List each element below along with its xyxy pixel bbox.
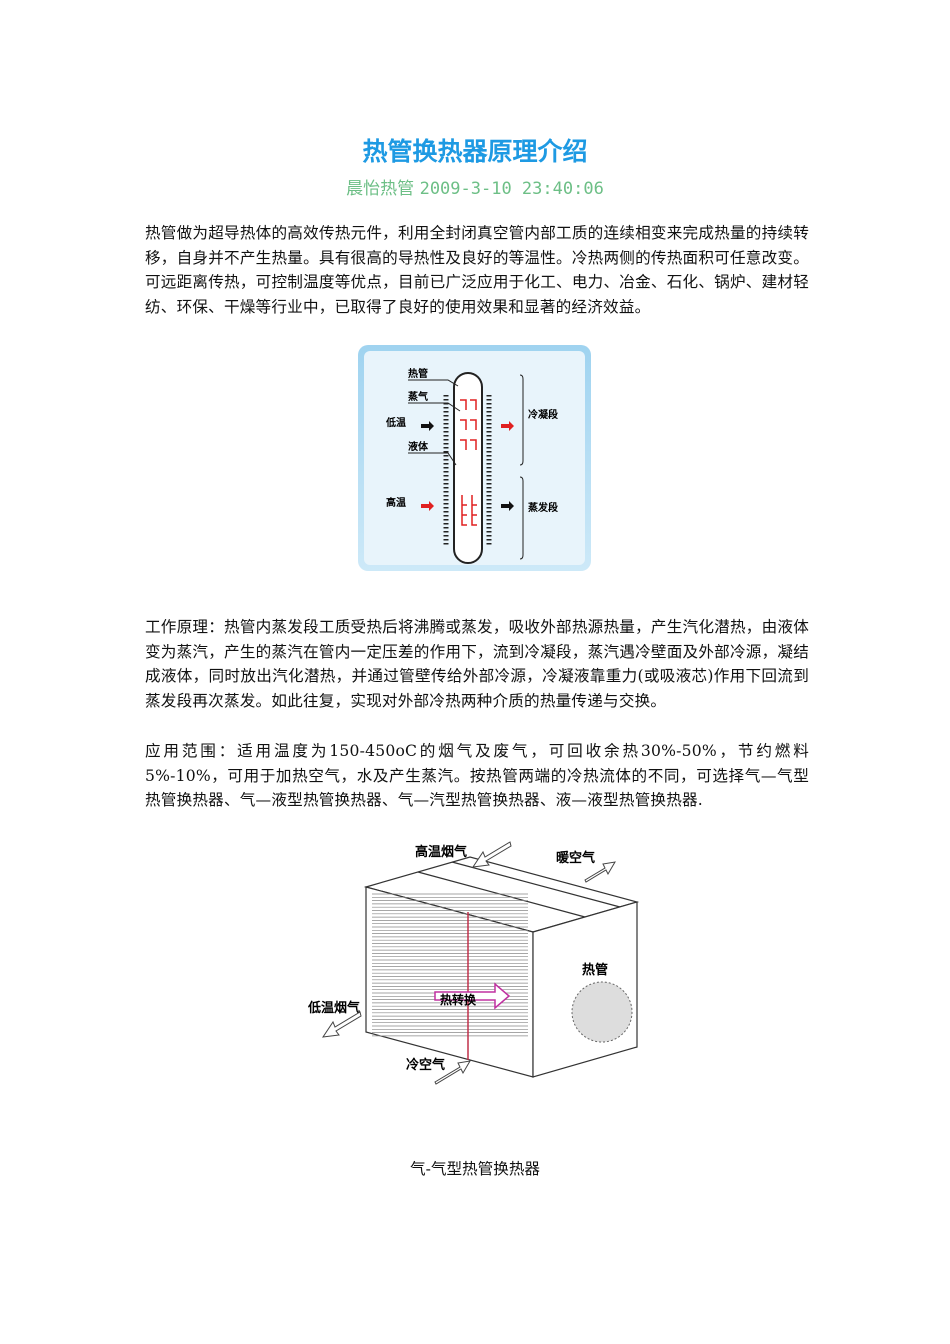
arrow-icon bbox=[421, 421, 434, 431]
label-liquid: 液体 bbox=[408, 440, 429, 453]
label-cold-air: 冷空气 bbox=[406, 1057, 445, 1073]
label-vapor: 蒸气 bbox=[408, 390, 428, 403]
arrow-icon bbox=[434, 1060, 471, 1085]
heat-pipe-diagram: 热管 蒸气 低温 液体 高温 冷凝段 蒸发段 bbox=[358, 345, 591, 571]
label-heat-pipe: 热管 bbox=[582, 962, 608, 978]
label-condense: 冷凝段 bbox=[528, 408, 558, 421]
arrow-icon bbox=[471, 841, 512, 868]
label-warm-air: 暖空气 bbox=[556, 850, 595, 866]
label-hot-gas: 高温烟气 bbox=[415, 844, 467, 860]
author: 晨怡热管 bbox=[346, 179, 415, 199]
arrow-icon bbox=[584, 861, 616, 883]
exchanger-diagram: /* lines drawn below */ 热转换 高温烟气 暖空气 热管 … bbox=[307, 841, 640, 1085]
intro-paragraph: 热管做为超导热体的高效传热元件，利用全封闭真空管内部工质的连续相变来完成热量的持… bbox=[145, 224, 809, 316]
application-paragraph: 应用范围：适用温度为150-450oC的烟气及废气，可回收余热30%-50%，节… bbox=[145, 742, 809, 810]
label-pipe: 热管 bbox=[408, 367, 428, 380]
arrow-icon bbox=[501, 501, 514, 511]
figure-caption: 气-气型热管换热器 bbox=[409, 1160, 541, 1178]
arrow-icon bbox=[501, 421, 514, 431]
datetime: 2009-3-10 23:40:06 bbox=[419, 179, 604, 199]
arrow-icon bbox=[321, 1011, 362, 1038]
label-transfer: 热转换 bbox=[440, 992, 477, 1007]
label-high-temp: 高温 bbox=[386, 496, 406, 509]
page-title: 热管换热器原理介绍 bbox=[362, 137, 588, 166]
label-cool-gas: 低温烟气 bbox=[307, 1000, 360, 1016]
label-low-temp: 低温 bbox=[385, 416, 406, 429]
byline: 晨怡热管 2009-3-10 23:40:06 bbox=[0, 174, 950, 199]
arrow-icon bbox=[421, 501, 434, 511]
label-evaporate: 蒸发段 bbox=[528, 501, 558, 514]
principle-paragraph: 工作原理：热管内蒸发段工质受热后将沸腾或蒸发，吸收外部热源热量，产生汽化潜热，由… bbox=[145, 618, 809, 710]
